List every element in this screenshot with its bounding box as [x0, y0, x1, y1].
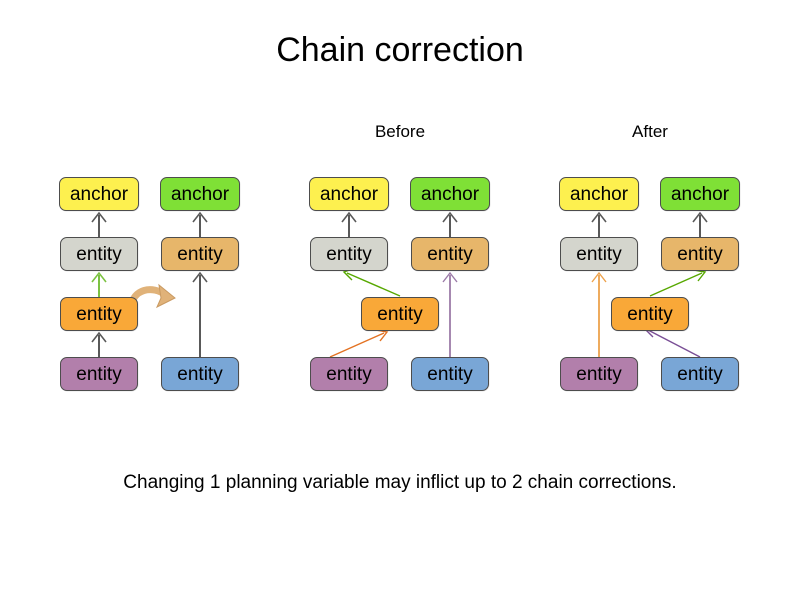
node-entity[interactable]: entity	[411, 237, 489, 271]
arrow-entity-purple-to-entity-grey	[591, 271, 607, 357]
node-anchor[interactable]: anchor	[660, 177, 740, 211]
node-entity[interactable]: entity	[161, 237, 239, 271]
node-entity[interactable]: entity	[611, 297, 689, 331]
node-entity[interactable]: entity	[310, 237, 388, 271]
arrow-entity-tan-to-anchor-green	[692, 211, 708, 237]
arrow-entity-purple-to-entity-orange	[329, 329, 389, 358]
phase-label-before: Before	[374, 122, 426, 141]
node-entity[interactable]: entity	[560, 357, 638, 391]
node-entity[interactable]: entity	[661, 357, 739, 391]
phase-label-after: After	[632, 122, 668, 141]
arrow-entity-orange-to-entity-grey	[342, 267, 401, 297]
group-initial-arrows	[91, 211, 208, 357]
node-entity[interactable]: entity	[361, 297, 439, 331]
node-entity[interactable]: entity	[60, 297, 138, 331]
arrow-entity-grey-to-anchor-yellow	[591, 211, 607, 237]
node-entity[interactable]: entity	[60, 237, 138, 271]
arrow-entity-tan-to-anchor-green	[442, 211, 458, 237]
page-title: Chain correction	[276, 31, 524, 69]
node-anchor[interactable]: anchor	[309, 177, 389, 211]
node-entity[interactable]: entity	[60, 357, 138, 391]
arrow-entity-blue-to-entity-tan	[442, 271, 458, 357]
group-after-arrows	[591, 211, 708, 358]
arrow-entity-grey-to-anchor-yellow	[341, 211, 357, 237]
arrow-entity-grey-to-anchor-yellow	[91, 211, 107, 237]
node-entity[interactable]: entity	[411, 357, 489, 391]
arrow-entity-tan-to-anchor-green	[192, 211, 208, 237]
slide-caption: Changing 1 planning variable may inflict…	[123, 472, 677, 493]
node-anchor[interactable]: anchor	[410, 177, 490, 211]
node-entity[interactable]: entity	[661, 237, 739, 271]
node-entity[interactable]: entity	[560, 237, 638, 271]
arrow-entity-purple-to-entity-orange	[91, 331, 107, 357]
node-entity[interactable]: entity	[161, 357, 239, 391]
arrow-entity-orange-to-entity-grey	[91, 271, 107, 297]
node-entity[interactable]: entity	[310, 357, 388, 391]
node-anchor[interactable]: anchor	[559, 177, 639, 211]
node-anchor[interactable]: anchor	[160, 177, 240, 211]
group-before-arrows	[329, 211, 458, 358]
arrow-entity-orange-to-entity-tan	[649, 269, 707, 297]
arrow-entity-blue-to-entity-tan	[192, 271, 208, 357]
node-anchor[interactable]: anchor	[59, 177, 139, 211]
